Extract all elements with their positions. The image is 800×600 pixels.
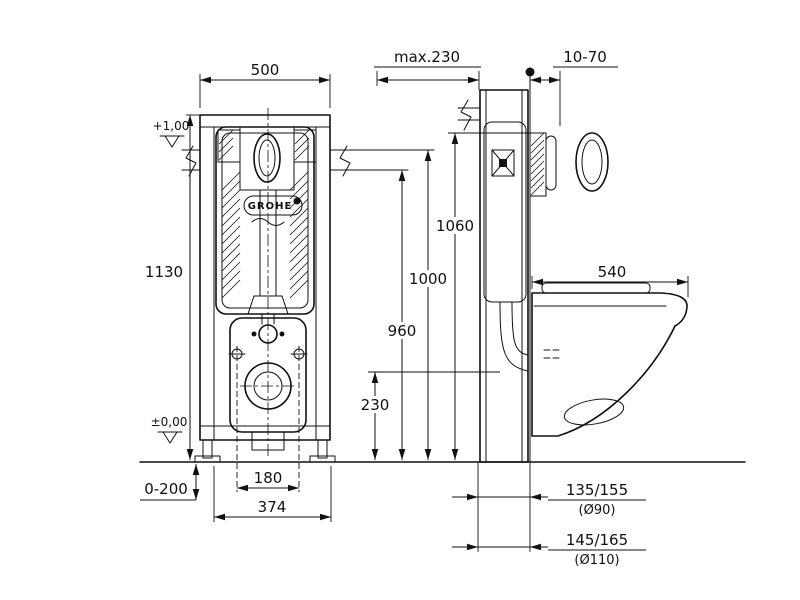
dim-h1060-label: 1060 [436,217,474,235]
flush-plate-profile [545,135,557,191]
level-marker-upper: +1,00 [153,119,190,148]
dim-h960: 960 [385,170,419,460]
flush-plate-oval [575,132,609,192]
actuator-oval [253,133,281,183]
dim-width-bottom-label: 374 [258,498,287,516]
seat-profile [541,282,651,294]
dim-outlet-b-label: 145/165 [566,531,628,549]
level-triangle [164,135,180,148]
dim-foot-adjust: 0-200 [140,464,200,501]
foot-plate-right [309,455,336,463]
dim-outlet-a-dia-label: (Ø90) [579,503,616,518]
grohe-logo-ball [293,197,301,205]
dim-foot-adjust-label: 0-200 [144,480,188,498]
grohe-logo-text: GROHE [248,201,293,212]
dim-outlet-a-label: 135/155 [566,481,628,499]
dim-bolt-spacing: 180 [237,469,299,492]
front-view: GROHE [140,61,435,522]
cistern-front [215,126,315,315]
foot-plate-left [194,455,221,463]
dim-h960-label: 960 [388,322,417,340]
dim-depth-max-label: max.230 [394,48,460,66]
level-marker-floor: ±0,00 [151,415,188,444]
side-view: max.230 10-70 1060 1000 960 [358,48,689,568]
toilet-bowl [531,282,688,437]
dim-bowl-depth: 540 [531,263,689,297]
mounting-frame-front [194,114,336,463]
flush-plate [545,132,609,192]
level-triangle [162,431,178,444]
dim-depth-max: max.230 [374,48,481,90]
adjustable-foot-left [202,439,213,459]
dim-outlet-a: 135/155 (Ø90) [452,462,646,552]
dim-h1000: 1000 [407,150,449,460]
cistern-hatch-left [221,171,241,299]
dim-h1060: 1060 [434,132,530,460]
bowl-opening [563,398,625,426]
adjustable-foot-right [317,439,328,459]
grohe-logo: GROHE [243,195,303,216]
level-floor-label: ±0,00 [151,415,188,429]
wall-anchor-right [329,145,435,177]
flush-pipe-clamp [258,324,278,344]
flush-valve [247,189,289,315]
dim-outlet-b: 145/165 (Ø110) [452,531,646,568]
dim-height: 1130 [145,114,202,460]
cistern-hatch-right [289,171,309,299]
mounting-frame-side [457,89,529,463]
level-upper-label: +1,00 [153,119,190,133]
dim-h230-label: 230 [361,396,390,414]
cistern-side [483,121,529,372]
actuator-mechanism [491,149,515,177]
dim-width-top-label: 500 [251,61,280,79]
dim-width-top: 500 [199,61,331,108]
dim-h230: 230 [358,371,500,460]
outlet-elbow [229,313,307,451]
dim-bowl-depth-label: 540 [598,263,627,281]
break-symbol [339,145,351,177]
dim-wall-finish-label: 10-70 [563,48,607,66]
dim-wall-finish: 10-70 [530,48,618,126]
break-symbol [460,99,472,131]
dim-width-bottom: 374 [213,466,332,522]
flush-actuator-front [217,126,317,191]
dim-outlet-b-dia-label: (Ø110) [574,553,619,568]
outlet-stub [251,431,285,451]
dim-height-label: 1130 [145,263,183,281]
drain-bend [499,301,529,372]
wall-section [525,67,547,463]
fixing-bolts [228,346,308,492]
wall-anchor-left [181,145,201,177]
dim-bolt-spacing-label: 180 [254,469,283,487]
dim-h1000-label: 1000 [409,270,447,288]
